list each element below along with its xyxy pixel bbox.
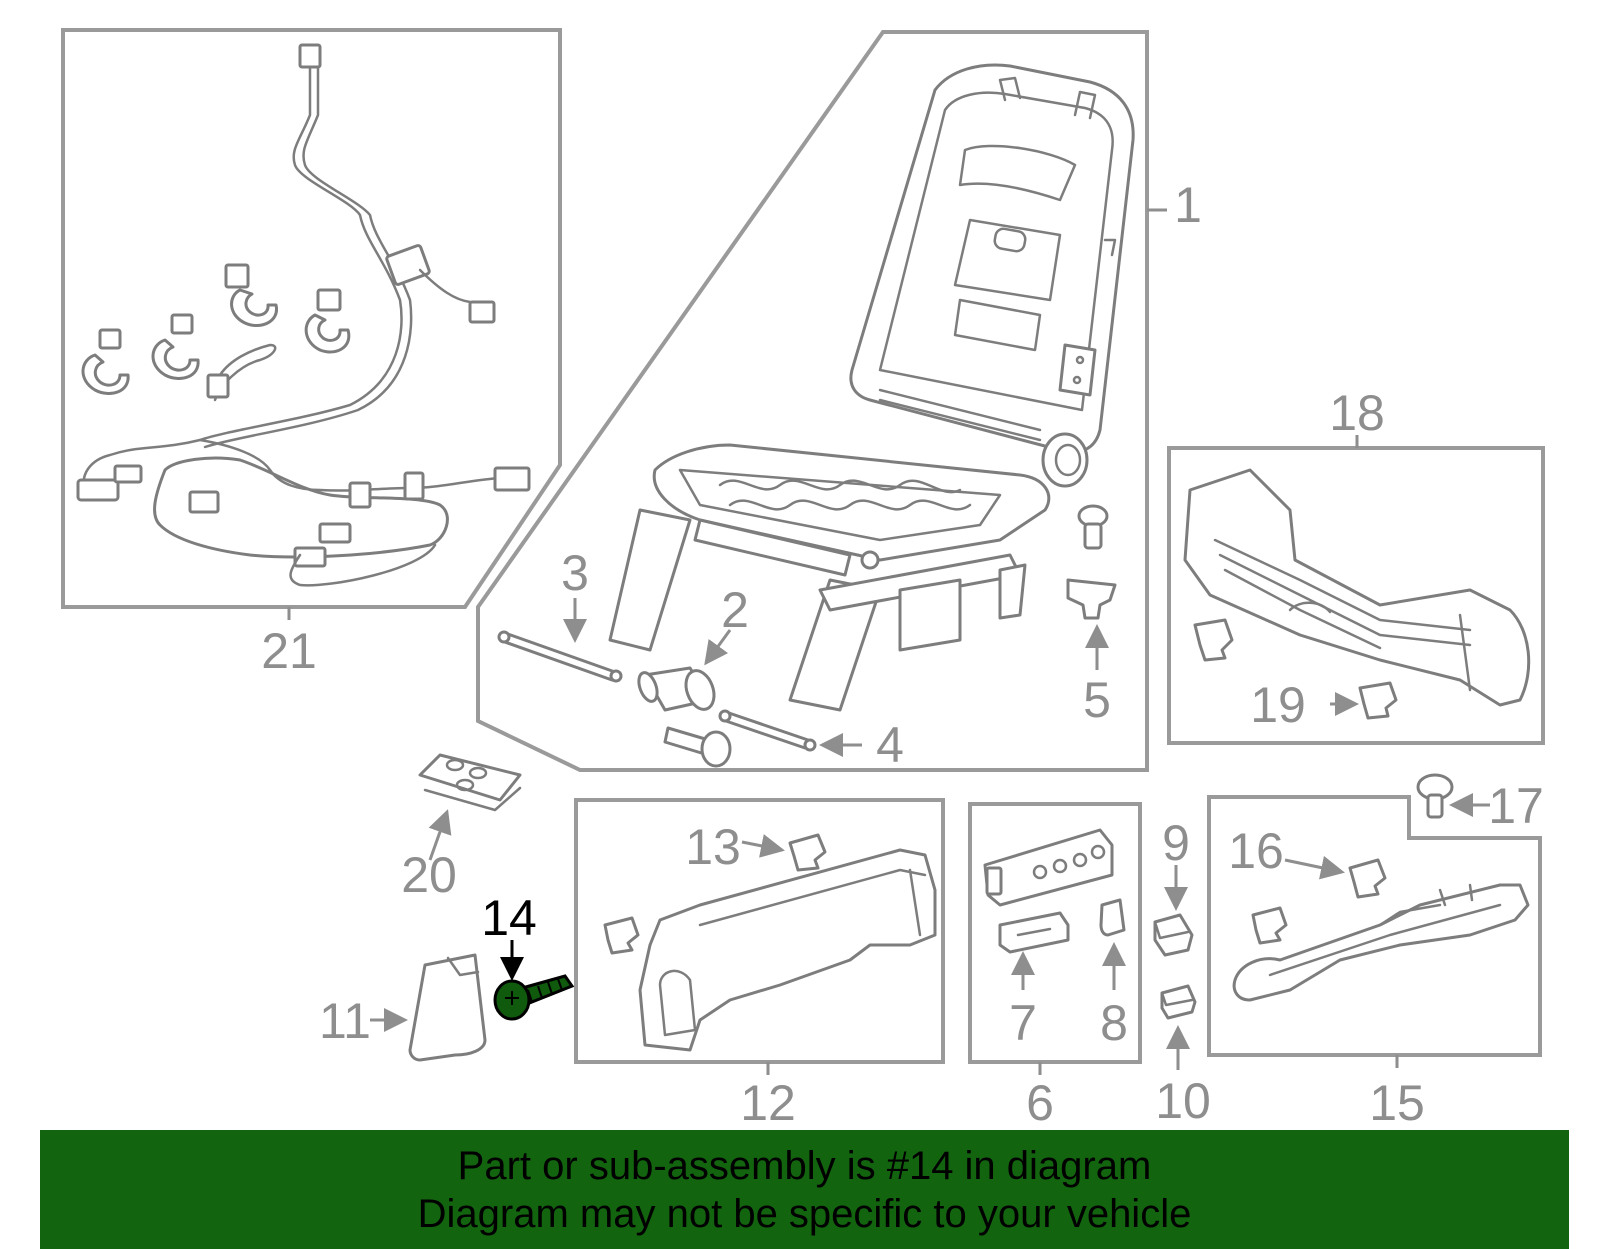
callout-5[interactable]: 5 — [1083, 672, 1111, 728]
pad-part-20[interactable] — [418, 753, 522, 812]
clip-part-12a — [603, 916, 640, 955]
screw-part-17[interactable] — [1416, 773, 1454, 819]
switch-panel-part-6[interactable] — [983, 828, 1114, 907]
seat-frame-group-box: 3 2 4 5 1 — [476, 30, 1202, 773]
side-trim-part-18[interactable] — [1183, 468, 1531, 707]
side-trim-group-box: 18 19 — [1167, 385, 1545, 745]
harness-group-box: 21 — [61, 28, 562, 679]
lower-cover-part-12[interactable] — [638, 848, 937, 1052]
callout-7[interactable]: 7 — [1009, 995, 1037, 1051]
seat-frame-part[interactable] — [608, 63, 1135, 712]
harness-clips — [81, 263, 351, 395]
callout-8[interactable]: 8 — [1100, 995, 1128, 1051]
clip-part-19a — [1193, 618, 1234, 662]
clip-part-15a — [1251, 906, 1288, 945]
callout-17[interactable]: 17 — [1488, 778, 1544, 834]
lower-cover-group-box: 13 12 — [574, 798, 945, 1131]
callout-9[interactable]: 9 — [1162, 815, 1190, 871]
callout-1[interactable]: 1 — [1174, 177, 1202, 233]
wire-harness-part[interactable] — [76, 43, 531, 587]
banner-line-part-number: Part or sub-assembly is #14 in diagram — [457, 1143, 1152, 1188]
switch-group-box: 7 8 6 — [968, 802, 1142, 1131]
callout-12[interactable]: 12 — [740, 1075, 796, 1131]
cover-part-11[interactable] — [408, 953, 487, 1062]
screw-part-14[interactable] — [493, 974, 575, 1021]
callout-21[interactable]: 21 — [261, 623, 317, 679]
knob-part-10[interactable] — [1160, 984, 1197, 1020]
knob-part-9[interactable] — [1153, 913, 1194, 957]
screw-part-5[interactable] — [1066, 504, 1117, 620]
callout-4[interactable]: 4 — [876, 717, 904, 773]
callout-20[interactable]: 20 — [401, 847, 457, 903]
front-cover-group-box: 17 16 15 — [1207, 773, 1544, 1131]
banner-line-disclaimer: Diagram may not be specific to your vehi… — [417, 1191, 1192, 1236]
callout-11[interactable]: 11 — [319, 993, 371, 1049]
switch-part-7[interactable] — [998, 911, 1070, 954]
rod-part-3[interactable] — [497, 630, 623, 683]
callout-3[interactable]: 3 — [561, 545, 589, 601]
callout-13[interactable]: 13 — [685, 819, 741, 875]
bushing-part-2[interactable] — [635, 666, 719, 713]
callout-16[interactable]: 16 — [1228, 823, 1284, 879]
callout-19[interactable]: 19 — [1250, 677, 1306, 733]
clip-part-19[interactable] — [1358, 681, 1398, 720]
callout-15[interactable]: 15 — [1369, 1075, 1425, 1131]
info-banner: Part or sub-assembly is #14 in diagram D… — [40, 1130, 1569, 1249]
front-cover-part-15[interactable] — [1232, 883, 1530, 1002]
callout-10[interactable]: 10 — [1155, 1073, 1211, 1129]
knob-part-8[interactable] — [1099, 898, 1126, 937]
bolt-part — [663, 726, 732, 768]
callout-6[interactable]: 6 — [1026, 1075, 1054, 1131]
callout-14[interactable]: 14 — [481, 890, 537, 946]
clip-part-13[interactable] — [788, 833, 827, 872]
clip-part-16[interactable] — [1348, 858, 1387, 899]
rod-part-4[interactable] — [718, 709, 817, 752]
callout-2[interactable]: 2 — [721, 582, 749, 638]
callout-18[interactable]: 18 — [1329, 385, 1385, 441]
